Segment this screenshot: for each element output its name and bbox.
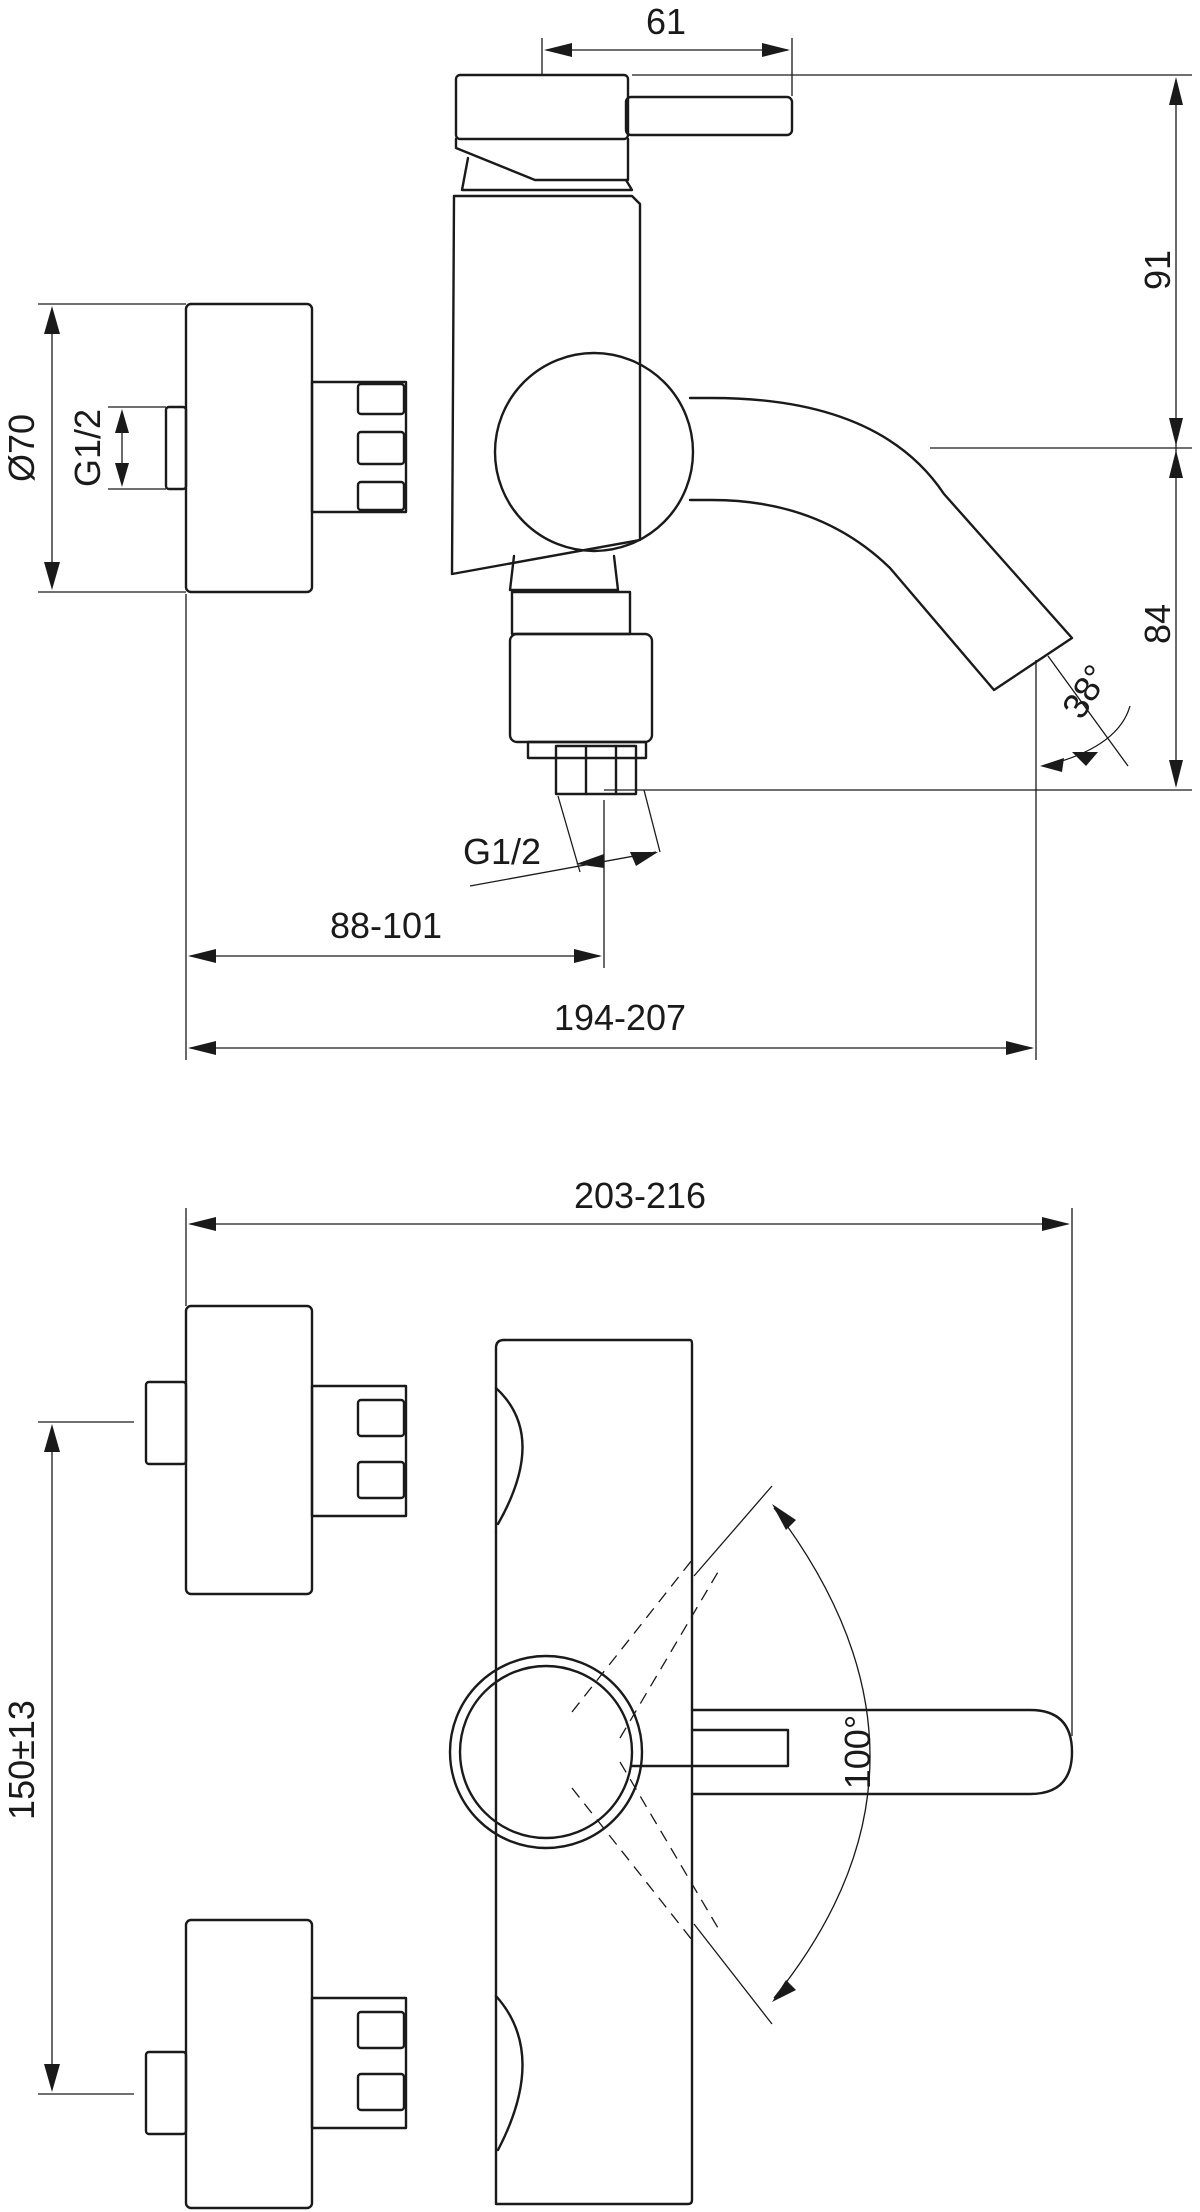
spout-side xyxy=(688,396,1074,692)
wall-rosette-bottom-front xyxy=(144,1918,408,2210)
dim-rosette-diameter-label: Ø70 xyxy=(1,414,42,482)
dim-centre-distance-label: 150±13 xyxy=(1,1700,42,1820)
lever-side xyxy=(454,73,794,192)
dim-projection-min-label: 88-101 xyxy=(330,905,442,946)
dim-spout-angle-label: 38° xyxy=(1054,657,1118,725)
dim-overall-width xyxy=(185,1208,1073,1736)
dim-projection-total-label: 194-207 xyxy=(554,997,686,1038)
diverter-knob-side xyxy=(493,351,695,553)
side-view: Ø70 G1/2 61 91 xyxy=(1,1,1192,1060)
mixer-body-side xyxy=(450,194,642,576)
dim-rosette-diameter xyxy=(38,303,186,593)
dim-projection xyxy=(185,594,1037,1060)
dim-overall-width-label: 203-216 xyxy=(574,1175,706,1216)
dim-spout-angle xyxy=(1040,655,1131,772)
mixer-body-front xyxy=(494,1338,694,2206)
dim-lever-length xyxy=(541,38,793,96)
dim-centre-distance xyxy=(38,1421,134,2095)
dim-height-bottom-label: 84 xyxy=(1137,604,1178,644)
dim-height-chain xyxy=(604,74,1192,791)
dim-height-top-label: 91 xyxy=(1137,250,1178,290)
lever-ghost-positions xyxy=(571,1559,719,1941)
dim-inlet-thread xyxy=(108,406,166,490)
connector-nut-side xyxy=(310,380,408,514)
dim-outlet-thread-label: G1/2 xyxy=(463,831,541,872)
dim-lever-rotation-label: 100° xyxy=(837,1715,878,1789)
front-view: 203-216 xyxy=(1,1175,1074,2210)
lever-front xyxy=(630,1708,1074,1796)
dim-outlet-thread xyxy=(469,789,661,887)
wall-rosette-side xyxy=(164,302,314,594)
wall-rosette-top-front xyxy=(144,1304,408,1596)
dim-lever-rotation xyxy=(693,1485,871,2025)
dim-inlet-thread-label: G1/2 xyxy=(67,409,108,487)
bottom-outlet-side xyxy=(508,554,654,796)
diverter-knob-front xyxy=(448,1654,644,1850)
dim-lever-length-label: 61 xyxy=(646,1,686,42)
